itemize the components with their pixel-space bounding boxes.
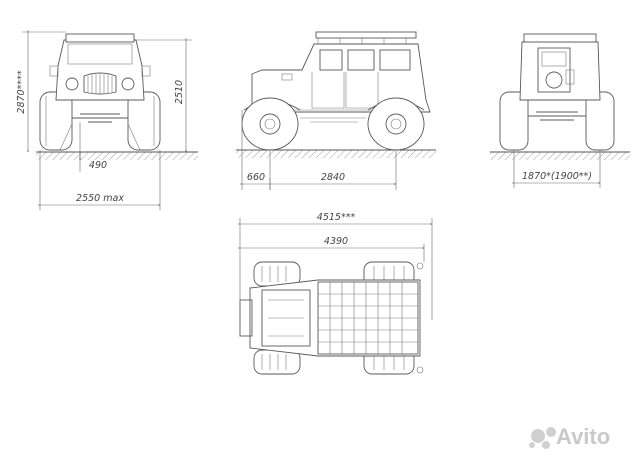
front-left-headlight (65, 77, 79, 91)
front-right-wheel (127, 91, 161, 151)
side-window-2 (347, 49, 375, 71)
top-front-bumper (239, 299, 253, 337)
side-window-1 (319, 49, 343, 71)
front-grille (83, 72, 117, 95)
avito-brand-text: Avito (556, 424, 610, 449)
side-roof-rack (315, 31, 417, 39)
top-view: 4515*** 4390 (239, 212, 432, 375)
front-right-headlight (121, 77, 135, 91)
dim-front-ground-clearance: 490 (89, 160, 107, 171)
avito-logo-icon (529, 427, 556, 449)
front-view: 2870**** 2510 490 2550 max (16, 32, 198, 210)
side-window-3 (379, 49, 411, 71)
dim-rear-track: 1870*(1900**) (522, 171, 592, 182)
side-body (251, 43, 431, 113)
dim-front-width: 2550 max (76, 193, 124, 204)
side-rear-wheel (367, 97, 425, 151)
dim-front-height-total: 2870**** (16, 70, 27, 113)
front-axle (72, 113, 128, 123)
rear-view: 1870*(1900**) (490, 33, 630, 188)
rear-roof-rack (523, 33, 597, 43)
front-left-wheel (39, 91, 73, 151)
top-hood (261, 289, 311, 347)
dim-front-height: 2510 (174, 80, 185, 104)
dim-top-length: 4390 (324, 236, 348, 247)
side-front-wheel (241, 97, 299, 151)
rear-ground-hatch (490, 152, 630, 160)
side-view: 660 2840 (236, 31, 436, 190)
dim-top-length-total: 4515*** (317, 212, 356, 223)
rear-axle (528, 111, 586, 121)
top-front-right-wheel (253, 349, 301, 375)
rear-left-wheel (499, 91, 529, 151)
rear-spare-wheel (545, 71, 563, 89)
rear-body (519, 41, 601, 101)
top-front-left-wheel (253, 261, 301, 287)
avito-watermark: Avito (529, 424, 610, 449)
rear-right-wheel (585, 91, 615, 151)
front-ground-hatch (36, 152, 198, 160)
dim-side-wheelbase: 2840 (321, 172, 345, 183)
dim-side-overhang: 660 (247, 172, 265, 183)
front-roof-rack (65, 33, 135, 43)
side-ground-hatch (236, 150, 436, 158)
